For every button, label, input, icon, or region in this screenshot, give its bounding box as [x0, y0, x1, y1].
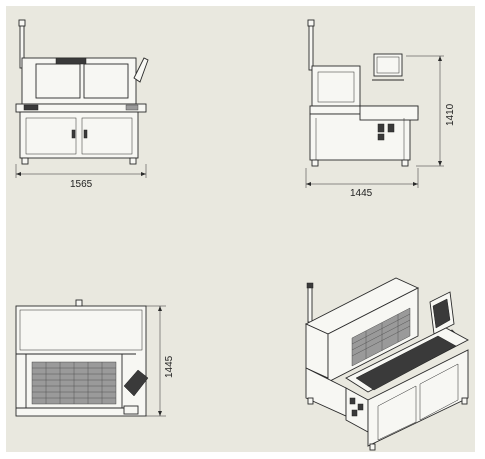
top-view	[15, 299, 166, 417]
side-height-label: 1410	[445, 103, 456, 126]
front-view	[15, 19, 149, 178]
drawing-sheet: 1565 1445 1410	[6, 6, 475, 452]
isometric-view	[304, 277, 469, 451]
front-width-label: 1565	[70, 179, 93, 190]
side-width-label: 1445	[350, 188, 373, 199]
top-depth-label: 1445	[164, 355, 175, 378]
technical-drawing: 1565 1445 1410	[15, 19, 469, 451]
side-view	[305, 19, 444, 188]
